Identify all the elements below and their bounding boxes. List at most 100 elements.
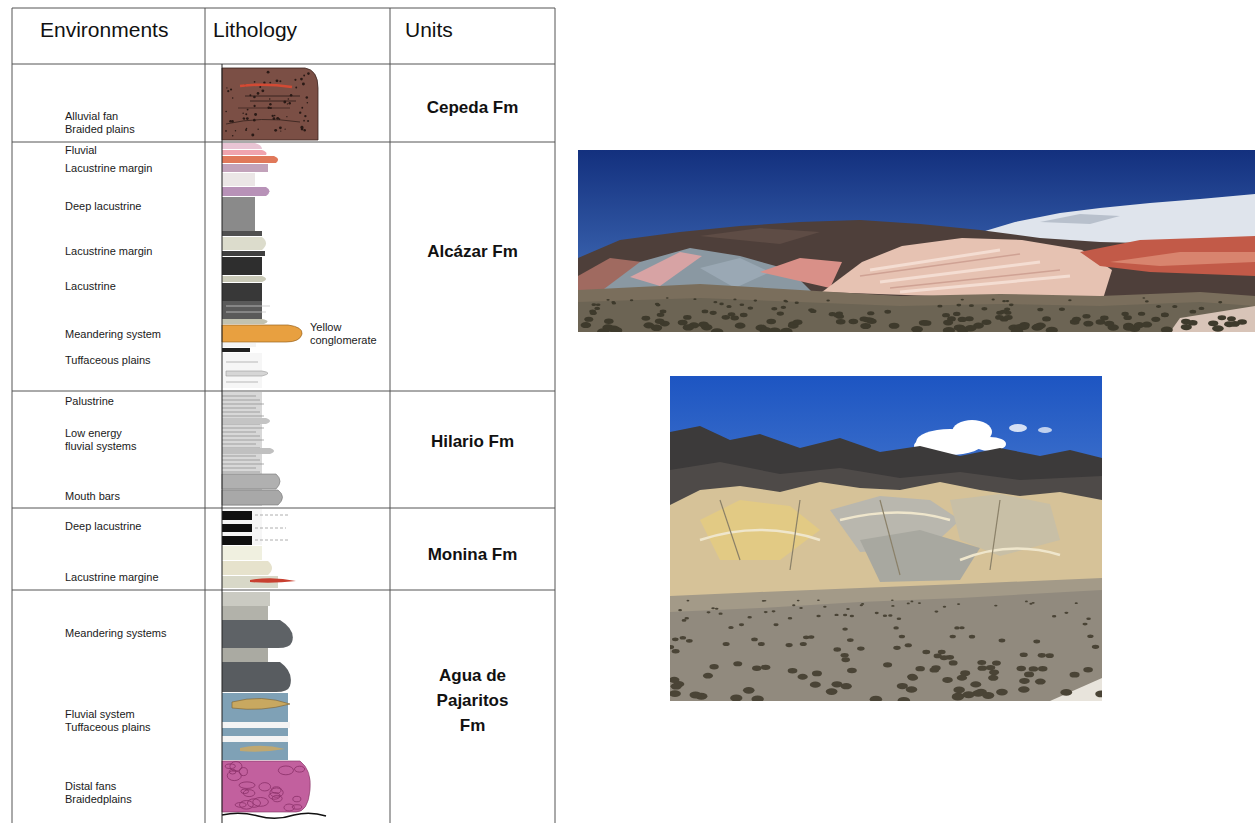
shrub	[797, 600, 800, 602]
shrub	[1237, 319, 1247, 325]
shrub	[937, 305, 942, 308]
shrub	[826, 299, 830, 301]
unit-name: Hilario Fm	[431, 432, 514, 452]
shrub	[1142, 297, 1145, 299]
shrub	[956, 304, 961, 307]
shrub	[1123, 324, 1134, 330]
shrub	[889, 323, 900, 329]
shrub	[747, 616, 751, 619]
lamination-line	[222, 428, 264, 429]
sediment-dot	[301, 107, 303, 109]
sediment-dot	[269, 98, 271, 100]
shrub	[1227, 316, 1236, 321]
shrub	[1002, 300, 1006, 302]
shrub	[740, 313, 748, 317]
shrub	[982, 692, 994, 699]
shrub	[817, 600, 820, 602]
sediment-dot	[246, 117, 249, 120]
shrub	[857, 646, 865, 650]
shrub	[992, 299, 995, 301]
shrub	[961, 299, 964, 301]
lamination-line	[222, 432, 256, 433]
clast-outline	[227, 771, 241, 781]
shrub	[1000, 310, 1007, 314]
shrub	[943, 320, 953, 326]
sediment-dot	[225, 130, 227, 132]
sediment-dot	[307, 102, 309, 104]
environment-label: Tuffaceous plains	[65, 721, 151, 734]
environment-label: Deep lacustrine	[65, 200, 141, 213]
shrub	[1104, 321, 1114, 327]
shrub	[672, 649, 680, 653]
shrub	[899, 635, 905, 639]
sediment-dot	[243, 118, 245, 120]
sediment-dot	[279, 80, 281, 82]
header-text: Units	[405, 18, 453, 42]
shrub	[988, 675, 998, 681]
lamination-line	[222, 404, 264, 405]
clast-outline	[269, 793, 280, 800]
shrub	[995, 315, 1003, 320]
shrub	[954, 626, 960, 629]
sediment-dot	[242, 113, 243, 114]
shrub	[630, 299, 633, 301]
shrub	[726, 305, 731, 308]
clast-outline	[295, 766, 305, 772]
column-header: Units	[390, 8, 555, 64]
clast-outline	[225, 764, 235, 769]
sediment-dot	[226, 87, 227, 88]
shrub	[922, 650, 930, 654]
shrub	[1156, 305, 1161, 308]
shrub	[1172, 305, 1177, 308]
shrub	[953, 687, 965, 694]
shrub	[719, 612, 723, 614]
shrub	[836, 319, 846, 325]
column-header: Environments	[12, 8, 205, 64]
formation-unit: Monina Fm	[390, 508, 555, 590]
shrub	[723, 642, 730, 646]
shrub	[934, 610, 938, 612]
shrub	[656, 304, 661, 307]
shrub	[942, 677, 953, 683]
environment-label: Distal fans	[65, 780, 116, 793]
shrub	[689, 692, 701, 699]
shrub	[842, 627, 848, 630]
shrub	[713, 301, 717, 303]
shrub	[884, 310, 891, 314]
shrub	[751, 638, 758, 642]
environment-label: Fluvial system	[65, 708, 135, 721]
shrub	[1095, 691, 1102, 698]
sediment-dot	[279, 126, 282, 129]
shrub	[781, 306, 786, 309]
shrub	[1019, 678, 1030, 684]
environment-label: Tuffaceous plains	[65, 354, 151, 367]
shrub	[1009, 303, 1014, 306]
shrub	[1064, 612, 1068, 614]
shrub	[942, 313, 950, 317]
environment-label: Lacustrine margin	[65, 245, 152, 258]
shrub	[938, 650, 946, 654]
shrub	[931, 665, 940, 670]
clast-outline	[284, 804, 294, 811]
shrub	[992, 661, 1001, 666]
shrub	[867, 311, 874, 315]
shrub	[1151, 317, 1160, 322]
shrub	[584, 317, 593, 322]
clast-outline	[230, 762, 242, 772]
shrub	[907, 603, 910, 605]
environment-label: Palustrine	[65, 395, 114, 408]
shrub	[883, 614, 887, 616]
sediment-dot	[285, 129, 286, 130]
sediment-dot	[254, 113, 257, 116]
shrub	[764, 611, 768, 613]
sediment-dot	[235, 130, 236, 131]
shrub	[670, 690, 681, 697]
sediment-dot	[227, 90, 229, 92]
shrub	[1042, 316, 1051, 321]
shrub	[1138, 312, 1145, 316]
shrub	[1033, 640, 1040, 644]
shrub	[816, 615, 820, 617]
shrub	[786, 643, 793, 647]
shrub	[1006, 300, 1010, 302]
